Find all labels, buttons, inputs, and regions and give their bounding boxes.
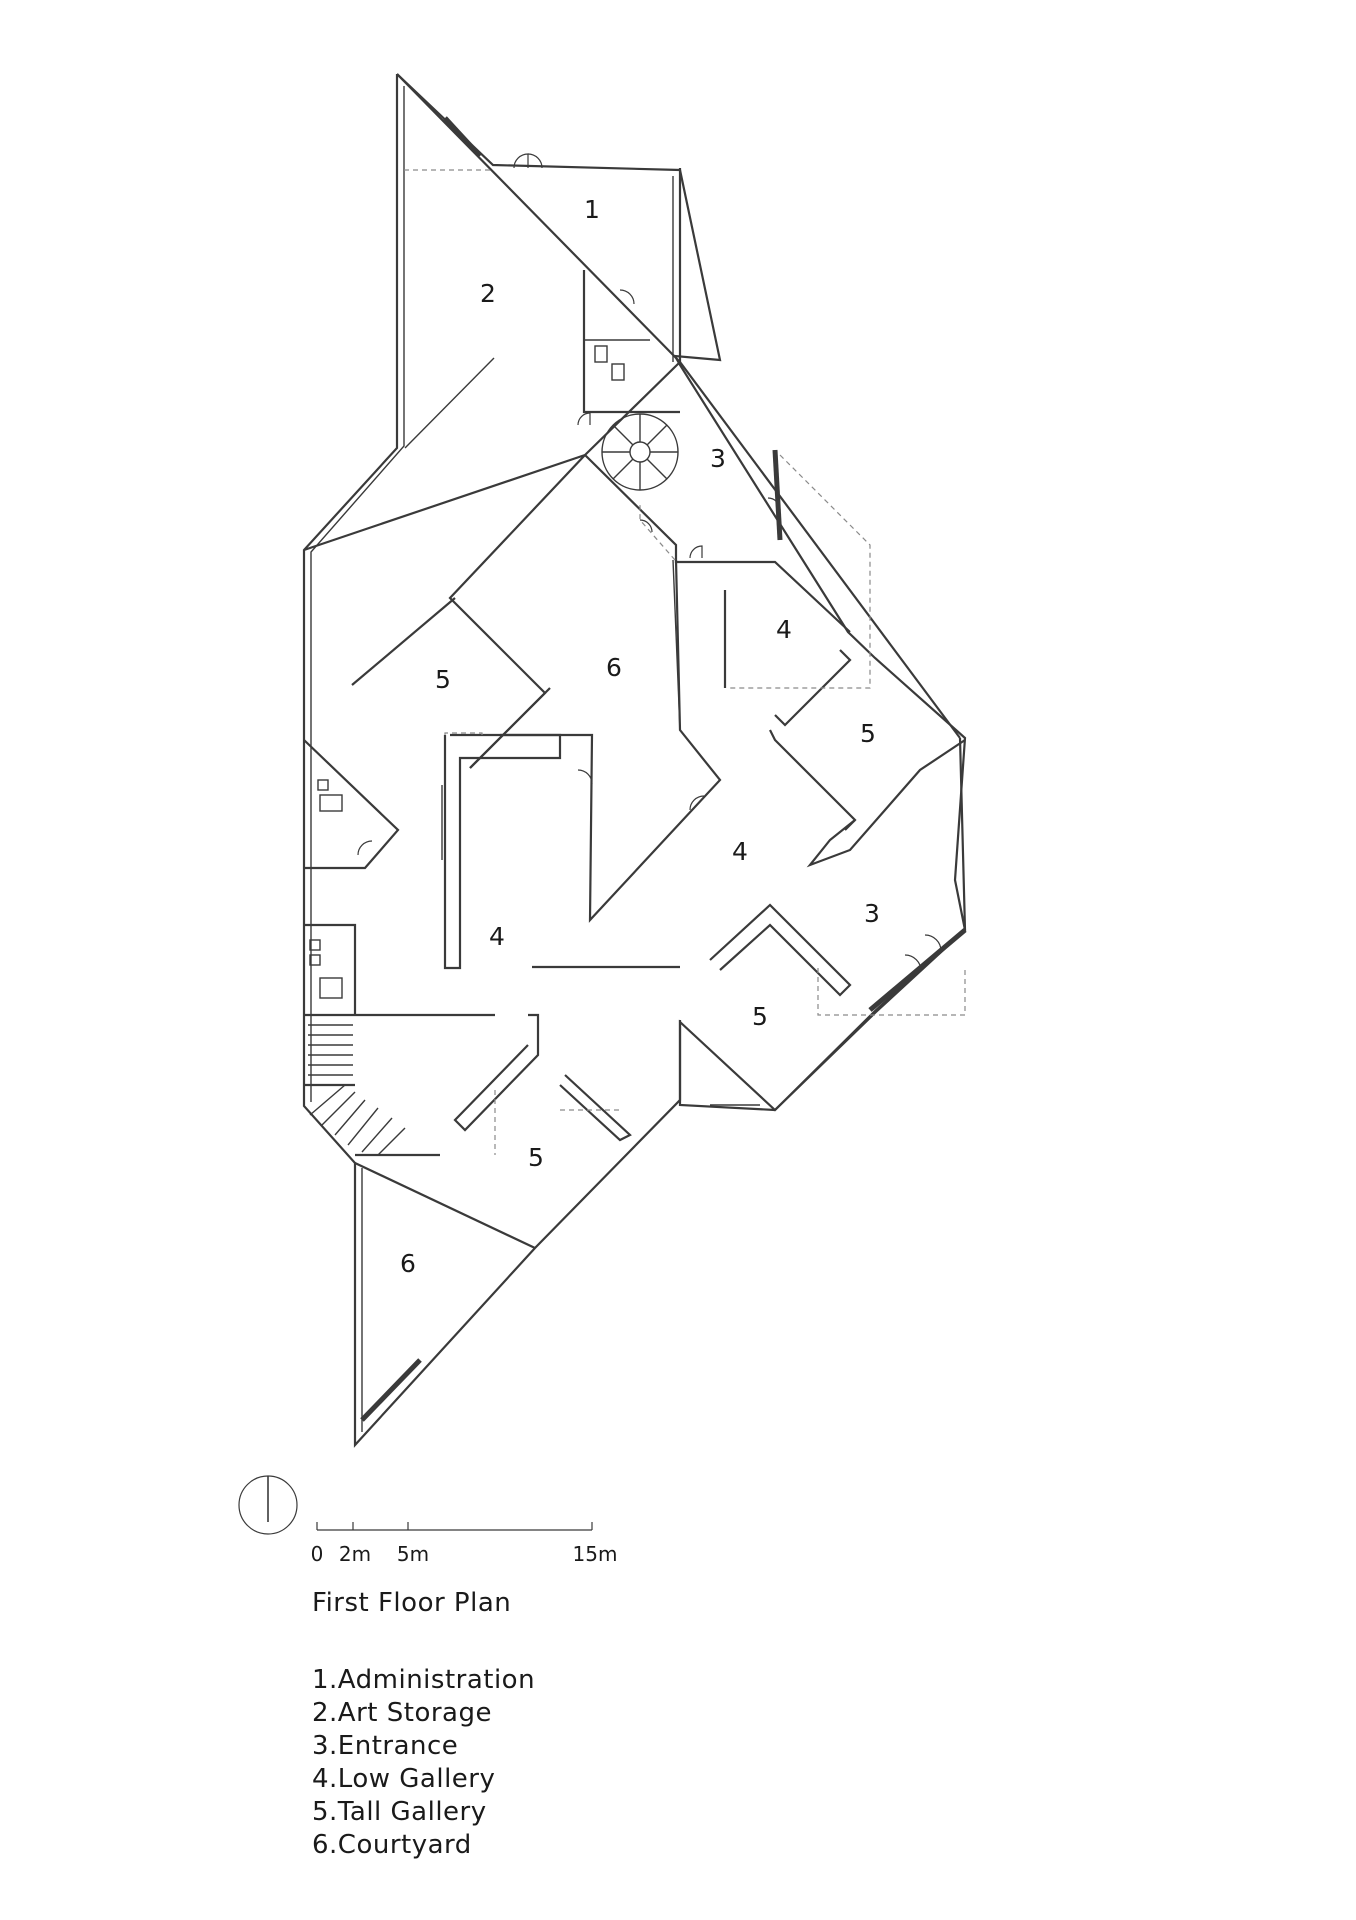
room-label-tall-gallery-s: 5 [528,1143,544,1172]
legend-item: 4.Low Gallery [312,1764,496,1794]
dashed-outlines [404,169,966,1155]
room-label-low-gallery-w: 4 [489,922,505,951]
room-label-courtyard-south: 6 [400,1249,416,1278]
room-label-low-gallery-center: 4 [732,837,748,866]
spiral-staircase-icon [601,413,679,491]
legend-item: 1.Administration [312,1665,536,1695]
legend-item: 3.Entrance [312,1731,459,1761]
room-label-administration: 1 [584,195,600,224]
scale-tick-15m: 15m [573,1542,618,1566]
north-arrow-icon [238,1475,298,1535]
room-label-tall-gallery-e: 5 [860,719,876,748]
legend-item: 5.Tall Gallery [312,1797,487,1827]
staircase [308,1024,406,1156]
room-label-tall-gallery-nw: 5 [435,665,451,694]
room-label-entrance-east: 3 [864,899,880,928]
plan-title: First Floor Plan [312,1588,512,1618]
interior-walls [303,270,966,1249]
room-labels: 1 2 3 3 4 4 4 5 5 5 5 6 6 [400,195,880,1278]
scale-tick-5m: 5m [397,1542,429,1566]
room-label-art-storage: 2 [480,279,496,308]
room-label-courtyard-center: 6 [606,653,622,682]
legend-item: 2.Art Storage [312,1698,492,1728]
legend: 1.Administration 2.Art Storage 3.Entranc… [312,1664,535,1862]
scale-bar: 0 2m 5m 15m [311,1522,618,1566]
wc-fixtures [309,345,625,999]
glazing [360,116,967,1422]
scale-tick-0: 0 [311,1542,324,1566]
scale-tick-2m: 2m [339,1542,371,1566]
legend-item: 6.Courtyard [312,1830,472,1860]
room-label-low-gallery-ne: 4 [776,615,792,644]
building-outline [302,73,967,1448]
room-label-tall-gallery-se: 5 [752,1002,768,1031]
room-label-entrance-north: 3 [710,444,726,473]
